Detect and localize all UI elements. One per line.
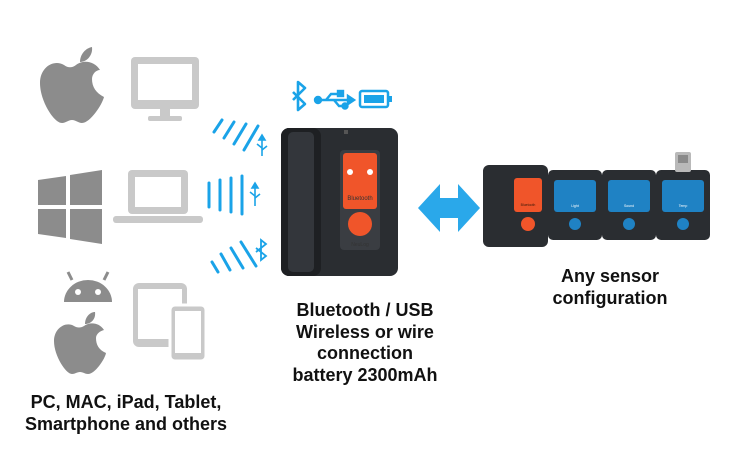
connection-caption-line: Wireless or wire xyxy=(296,321,434,342)
neulog-device: Bluetooth NeuLog xyxy=(281,128,398,276)
usb-icon xyxy=(249,133,268,206)
device-brand-label: NeuLog xyxy=(351,242,369,248)
config-caption: Any sensor configuration xyxy=(520,266,700,309)
double-arrow-icon xyxy=(418,184,480,232)
sensor-chain: Bluetooth Light Sound Temp xyxy=(483,152,710,247)
connection-caption: Bluetooth / USB Wireless or wire connect… xyxy=(255,300,475,386)
platforms-caption-line: PC, MAC, iPad, Tablet, xyxy=(30,392,222,412)
platforms-caption: PC, MAC, iPad, Tablet, Smartphone and ot… xyxy=(0,392,252,435)
apple-icon xyxy=(40,47,104,123)
device-face-label: Bluetooth xyxy=(347,196,372,202)
windows-icon xyxy=(38,170,102,244)
connection-caption-line: Bluetooth / USB xyxy=(296,300,434,320)
connection-caption-line: battery 2300mAh xyxy=(292,364,438,385)
android-icon xyxy=(64,271,112,302)
config-caption-line: configuration xyxy=(552,287,668,308)
connection-caption-line: connection xyxy=(316,343,413,364)
sensor-module-label: Temp xyxy=(679,204,688,208)
signal-waves xyxy=(207,118,260,274)
sensor-module-label: Sound xyxy=(624,204,634,208)
apple-icon xyxy=(54,312,106,374)
battery-icon xyxy=(358,89,392,109)
tablet-icon xyxy=(133,283,208,363)
sensor-module-label: Bluetooth xyxy=(521,203,536,207)
bluetooth-icon xyxy=(292,80,307,112)
usb-icon xyxy=(313,89,357,110)
monitor-icon xyxy=(131,57,199,121)
config-caption-line: Any sensor xyxy=(560,266,660,286)
bluetooth-icon xyxy=(255,238,268,262)
laptop-icon xyxy=(113,170,203,223)
platforms-caption-line: Smartphone and others xyxy=(24,413,228,434)
sensor-module-label: Light xyxy=(571,204,579,208)
